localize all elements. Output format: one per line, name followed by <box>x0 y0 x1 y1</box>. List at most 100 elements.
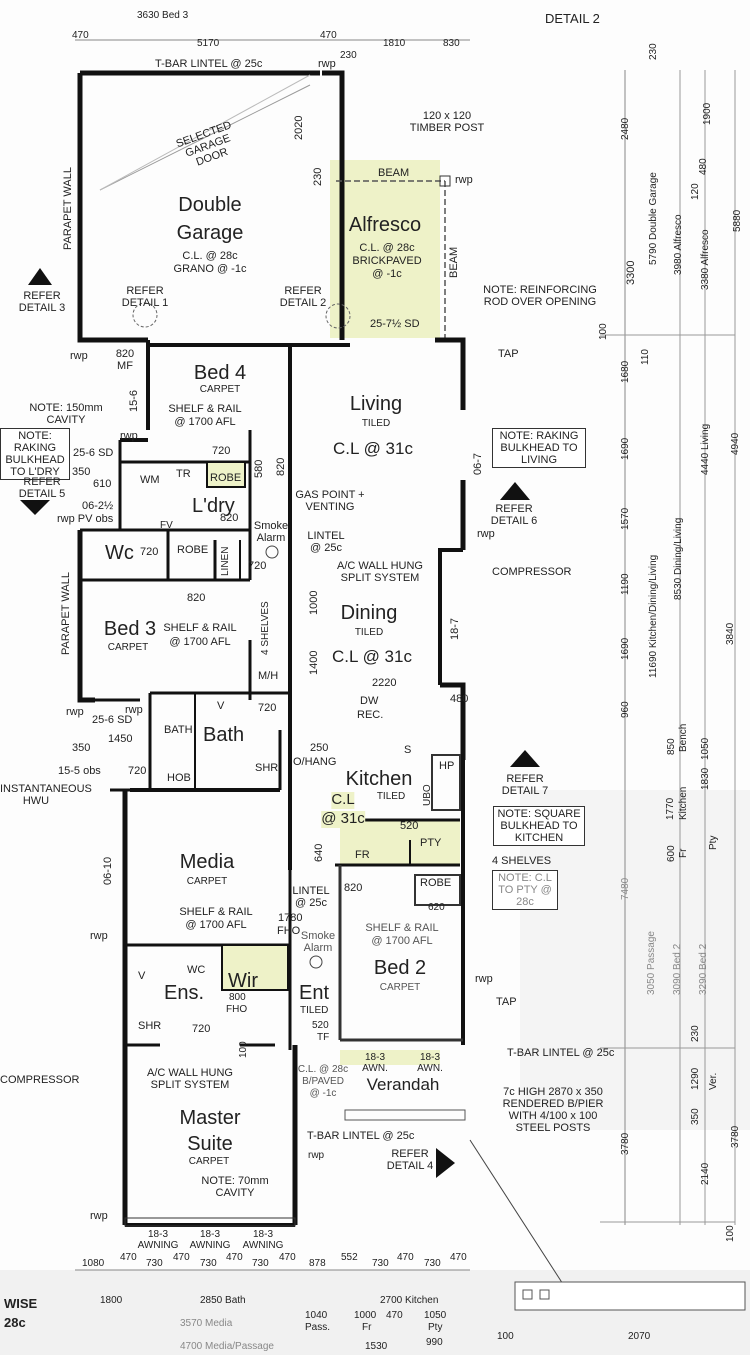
media-shelf: SHELF & RAIL <box>179 906 253 918</box>
ac-split-living: A/C WALL HUNG SPLIT SYSTEM <box>337 560 423 585</box>
living-floor: TILED <box>361 418 391 429</box>
oh-s: S <box>404 744 412 756</box>
ldry-wm: WM <box>140 474 160 486</box>
smoke-alarm-1: Smoke Alarm <box>253 520 289 545</box>
note-raking-ldry: NOTE: RAKING BULKHEAD TO L'DRY <box>0 428 70 481</box>
kitchen-cl-1: C.L <box>331 791 355 809</box>
rdim-230b: 230 <box>690 1025 701 1042</box>
bed2-name: Bed 2 <box>373 957 427 979</box>
rdim-850: 850 <box>666 738 677 755</box>
dim-2020: 2020 <box>293 115 305 140</box>
awning-3: 18-3 AWNING <box>242 1229 284 1251</box>
beam-label: BEAM <box>378 167 410 179</box>
entry-name: Ent <box>299 982 330 1004</box>
alfresco-level: @ -1c <box>372 268 402 280</box>
entry-tf: TF <box>317 1032 330 1043</box>
bath-label-small: BATH <box>164 724 193 736</box>
dim-480: 480 <box>450 693 469 705</box>
bed3-mh: M/H <box>258 670 279 682</box>
kitchen-ubo: UBO <box>422 784 433 806</box>
bdim-730-2: 730 <box>200 1258 217 1269</box>
rdim-600: 600 <box>666 845 677 862</box>
refer-detail-3: REFER DETAIL 3 <box>18 290 66 315</box>
rwp-top: rwp <box>318 58 336 70</box>
ens-name: Ens. <box>164 982 205 1004</box>
rwp-garage: rwp <box>70 350 88 362</box>
bed4-15-6: 15-6 <box>128 389 140 412</box>
dim-230: 230 <box>340 50 357 61</box>
bed4-720: 720 <box>212 445 231 457</box>
rdim-garage: 5790 Double Garage <box>648 172 659 265</box>
rwp-verandah: rwp <box>308 1150 325 1161</box>
tap-bed2: TAP <box>496 996 517 1008</box>
bdim-470-3: 470 <box>226 1252 243 1263</box>
compressor-right: COMPRESSOR <box>492 566 572 578</box>
verandah-awn-1: 18-3 AWN. <box>362 1052 388 1074</box>
bdim-470-2: 470 <box>173 1252 190 1263</box>
bdim-730-3: 730 <box>252 1258 269 1269</box>
rwp-living: rwp <box>477 528 495 540</box>
rdim-5880: 5880 <box>732 209 743 232</box>
bdim-470-4: 470 <box>279 1252 296 1263</box>
note-cl-pty: NOTE: C.L TO PTY @ 28c <box>492 870 558 911</box>
rdim-3300: 3300 <box>625 260 637 285</box>
rdim-2480: 2480 <box>620 117 631 140</box>
tbar-lintel-master: T-BAR LINTEL @ 25c <box>307 1130 415 1142</box>
ens-wc: WC <box>187 964 206 976</box>
bed3-820: 820 <box>187 592 206 604</box>
refer-detail-4: REFER DETAIL 4 <box>386 1148 434 1173</box>
bdim-media-passage: 4700 Media/Passage <box>180 1341 274 1352</box>
rdim-kdl: 11690 Kitchen/Dining/Living <box>648 554 659 678</box>
bdim-fr: Fr <box>362 1322 372 1333</box>
rdim-3780a: 3780 <box>620 1132 631 1155</box>
sd-25-7: 25-7½ SD <box>370 318 420 330</box>
verandah-paved: B/PAVED <box>302 1076 344 1087</box>
hwu-label: INSTANTANEOUS HWU <box>0 783 92 808</box>
dim-garage-230: 230 <box>312 167 324 186</box>
dining-cl: C.L @ 31c <box>332 647 412 666</box>
rwp-master: rwp <box>90 1210 108 1222</box>
note-reinforcing: NOTE: REINFORCING ROD OVER OPENING <box>483 284 597 309</box>
kitchen-cl-2: @ 31c <box>321 810 365 828</box>
bdim-1000: 1000 <box>354 1310 377 1321</box>
rdim-fr: Fr <box>678 848 689 858</box>
note-square: NOTE: SQUARE BULKHEAD TO KITCHEN <box>493 806 585 847</box>
rdim-ver: Ver. <box>708 1072 719 1090</box>
bath-name: Bath <box>203 724 245 746</box>
rwp-alfresco: rwp <box>455 174 473 186</box>
ldry-06-2: 06-2½ <box>82 500 114 512</box>
bdim-470-6: 470 <box>450 1252 467 1263</box>
bdim-730-1: 730 <box>146 1258 163 1269</box>
bdim-470: 470 <box>386 1310 403 1321</box>
bath-shr: SHR <box>255 762 279 774</box>
lintel-living: LINTEL @ 25c <box>307 530 345 555</box>
rdim-1830: 1830 <box>700 767 711 790</box>
media-1780: 1780 <box>278 912 303 924</box>
awning-2: 18-3 AWNING <box>189 1229 231 1251</box>
rdim-pty: Pty <box>708 835 719 850</box>
dim-06-7: 06-7 <box>472 452 484 475</box>
robe2-label: ROBE <box>420 877 452 889</box>
gas-point: GAS POINT + VENTING <box>295 489 365 514</box>
tap-top: TAP <box>498 348 519 360</box>
bdim-990: 990 <box>426 1337 443 1348</box>
bath-1450: 1450 <box>108 733 133 745</box>
bdim-100: 100 <box>497 1331 514 1342</box>
alfresco-name: Alfresco <box>348 214 422 236</box>
alfresco-paved: BRICKPAVED <box>352 255 422 267</box>
rdim-7480: 7480 <box>620 877 631 900</box>
bed2-floor: CARPET <box>379 982 421 993</box>
parapet-wall-bed3: PARAPET WALL <box>60 572 72 655</box>
wir-800: 800 <box>229 992 246 1003</box>
rdim-living: 4440 Living <box>700 423 711 475</box>
dining-name: Dining <box>340 602 398 624</box>
refer-detail-7: REFER DETAIL 7 <box>501 773 549 798</box>
dim-1000: 1000 <box>308 590 320 615</box>
kitchen-floor: TILED <box>376 791 406 802</box>
bed4-name: Bed 4 <box>193 362 247 384</box>
bdim-wise: WISE <box>4 1296 38 1311</box>
dining-dw: DW <box>360 695 379 707</box>
media-afl: @ 1700 AFL <box>185 919 247 931</box>
bed3-afl: @ 1700 AFL <box>169 636 231 648</box>
rdim-1690b: 1690 <box>620 637 631 660</box>
